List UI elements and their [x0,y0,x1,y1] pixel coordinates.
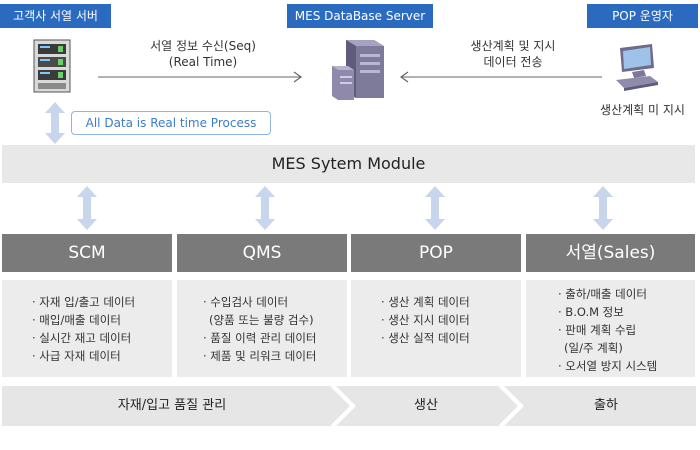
list-item: · 생산 계획 데이터 [381,295,470,309]
module-sales-title: 서열(Sales) [526,234,695,272]
sales-double-arrow [593,186,613,230]
list-item: · 실시간 재고 데이터 [32,331,132,345]
client-server-badge: 고객사 서열 서버 [0,4,111,28]
stage-shipping-label: 출하 [594,398,618,413]
right-flow-arrow [399,71,602,83]
pop-operator-badge: POP 운영자 [587,4,698,28]
scm-double-arrow [77,186,97,230]
qms-double-arrow [255,186,275,230]
pop-double-arrow [425,186,445,230]
left-flow-arrow [98,71,303,83]
server-rack-icon [33,39,71,93]
list-item: · 품질 이력 관리 데이터 [203,331,317,345]
module-sales-panel: · 출하/매출 데이터 · B.O.M 정보 · 판매 계획 수립 (일/주 계… [526,280,695,377]
right-flow-caption: 생산계획 및 지시 데이터 전송 [418,38,608,70]
module-scm: SCM · 자재 입/출고 데이터 · 매입/매출 데이터 · 실시간 재고 데… [2,234,172,377]
computer-icon [616,44,658,91]
list-item: · 자재 입/출고 데이터 [32,295,136,309]
list-item: (일/주 계획) [564,341,623,355]
mes-module-bar: MES Sytem Module [2,145,695,183]
database-server-icon [332,40,384,100]
realtime-double-arrow [45,102,65,144]
list-item: · 수입검사 데이터 [203,295,289,309]
module-qms: QMS · 수입검사 데이터 (양품 또는 불량 검수) · 품질 이력 관리 … [177,234,347,377]
left-flow-line1: 서열 정보 수신(Seq) [150,39,256,53]
module-scm-panel: · 자재 입/출고 데이터 · 매입/매출 데이터 · 실시간 재고 데이터 ·… [2,280,172,377]
list-item: · 출하/매출 데이터 [558,287,647,301]
module-qms-panel: · 수입검사 데이터 (양품 또는 불량 검수) · 품질 이력 관리 데이터 … [177,280,347,377]
realtime-note: All Data is Real time Process [71,111,271,135]
list-item: · 판매 계획 수립 [558,323,637,337]
pop-caption: 생산계획 미 지시 [600,103,685,117]
right-flow-line1: 생산계획 및 지시 [470,39,556,53]
stage-3-shape [504,386,696,426]
stage-1-shape [2,386,352,426]
module-pop-panel: · 생산 계획 데이터 · 생산 지시 데이터 · 생산 실적 데이터 [351,280,521,377]
left-flow-caption: 서열 정보 수신(Seq) (Real Time) [118,38,288,70]
list-item: · 사급 자재 데이터 [32,349,121,363]
list-item: · 생산 실적 데이터 [381,331,470,345]
module-scm-title: SCM [2,234,172,272]
list-item: (양품 또는 불량 검수) [209,313,314,327]
db-server-badge: MES DataBase Server [287,4,433,28]
list-item: · 생산 지시 데이터 [381,313,470,327]
stage-materials-label: 자재/입고 품질 관리 [117,398,227,413]
list-item: · 매입/매출 데이터 [32,313,121,327]
module-pop-title: POP [351,234,521,272]
module-pop: POP · 생산 계획 데이터 · 생산 지시 데이터 · 생산 실적 데이터 [351,234,521,377]
process-stage-bar [2,386,696,426]
list-item: · 제품 및 리워크 데이터 [203,349,317,363]
stage-2-shape [336,386,520,426]
list-item: · 오서열 방지 시스템 [558,359,658,373]
module-sales: 서열(Sales) · 출하/매출 데이터 · B.O.M 정보 · 판매 계획… [526,234,695,377]
list-item: · B.O.M 정보 [558,305,624,319]
stage-production-label: 생산 [414,398,438,413]
left-flow-line2: (Real Time) [168,55,238,69]
module-qms-title: QMS [177,234,347,272]
right-flow-line2: 데이터 전송 [483,55,543,69]
